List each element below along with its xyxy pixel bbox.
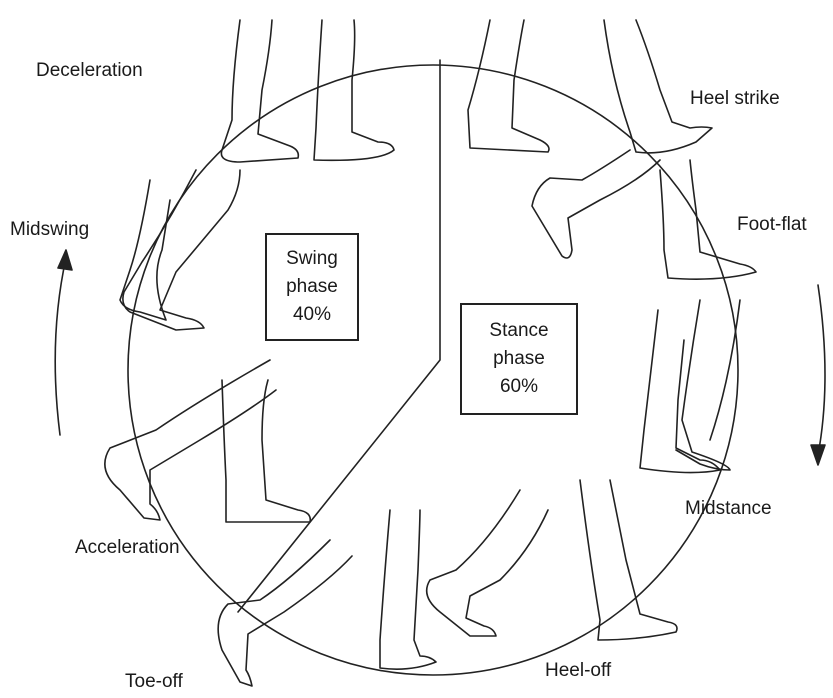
leg-heel-strike-back bbox=[468, 20, 549, 152]
leg-midswing-thigh bbox=[120, 180, 170, 320]
swing-phase-box: Swing phase 40% bbox=[265, 233, 359, 341]
swing-phase-percent: 40% bbox=[293, 301, 331, 329]
label-heel-off: Heel-off bbox=[545, 660, 611, 682]
label-heel-strike: Heel strike bbox=[690, 88, 780, 110]
leg-heel-off-back bbox=[427, 490, 548, 636]
leg-midswing-front bbox=[123, 170, 240, 330]
swing-phase-line2: phase bbox=[286, 273, 338, 301]
leg-toe-off bbox=[218, 540, 352, 686]
leg-toe-off-stance bbox=[380, 510, 436, 669]
leg-heel-off-front bbox=[580, 480, 677, 640]
label-deceleration: Deceleration bbox=[36, 60, 143, 82]
leg-midstance-front bbox=[676, 300, 740, 470]
stance-phase-percent: 60% bbox=[500, 373, 538, 401]
right-arrow-icon bbox=[811, 285, 825, 465]
label-toe-off: Toe-off bbox=[125, 671, 183, 693]
leg-deceleration-back bbox=[314, 20, 394, 160]
swing-phase-line1: Swing bbox=[286, 245, 338, 273]
leg-heel-strike-lower bbox=[532, 150, 660, 258]
label-foot-flat: Foot-flat bbox=[737, 214, 807, 236]
stance-phase-box: Stance phase 60% bbox=[460, 303, 578, 415]
label-midstance: Midstance bbox=[685, 498, 772, 520]
left-arrow-icon bbox=[55, 250, 72, 435]
stance-phase-line1: Stance bbox=[489, 317, 548, 345]
leg-acceleration-front bbox=[222, 380, 310, 522]
stance-phase-line2: phase bbox=[493, 345, 545, 373]
label-acceleration: Acceleration bbox=[75, 537, 180, 559]
leg-midstance-back bbox=[640, 310, 720, 473]
leg-heel-strike-front bbox=[604, 20, 712, 153]
leg-acceleration-back bbox=[105, 360, 276, 520]
label-midswing: Midswing bbox=[10, 219, 89, 241]
